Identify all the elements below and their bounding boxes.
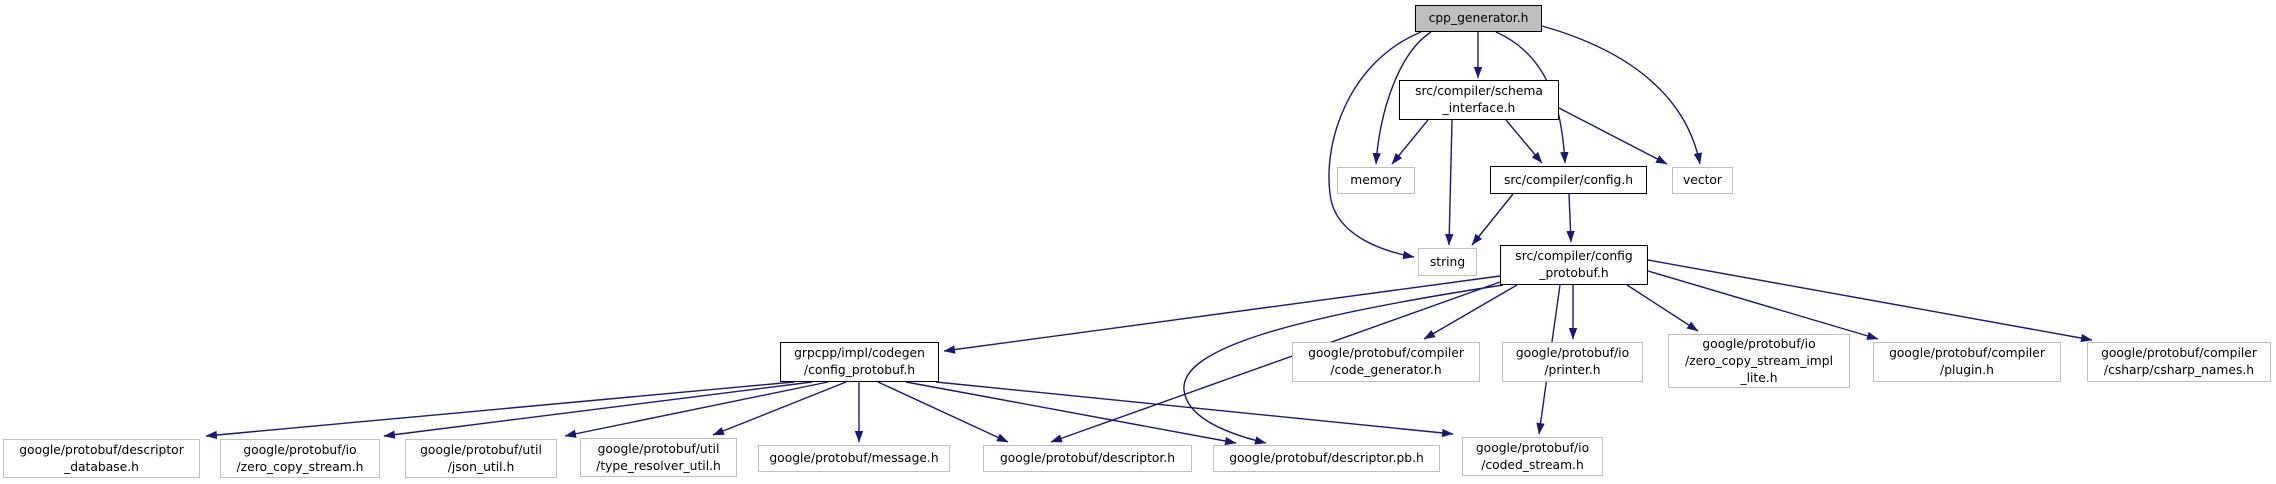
graph-node-label: google/protobuf/io /printer.h [1515, 346, 1630, 377]
include-edge-grpcpp_config_protobuf-to-type_resolver_util [712, 381, 847, 436]
graph-node-label: google/protobuf/util /json_util.h [420, 442, 542, 474]
graph-node-label: google/protobuf/compiler /csharp/csharp_… [2101, 346, 2257, 377]
graph-node-schema_interface[interactable]: src/compiler/schema _interface.h [1399, 80, 1559, 120]
graph-node-label: google/protobuf/message.h [769, 451, 939, 465]
graph-node-grpcpp_config_protobuf[interactable]: grpcpp/impl/codegen /config_protobuf.h [780, 342, 939, 382]
graph-node-zero_copy_stream_impl_lite: google/protobuf/io /zero_copy_stream_imp… [1668, 334, 1850, 388]
include-edge-grpcpp_config_protobuf-to-descriptor [877, 381, 1009, 443]
graph-node-label: memory [1350, 173, 1402, 187]
graph-node-message: google/protobuf/message.h [758, 445, 950, 472]
include-edge-cpp_generator-to-memory [1372, 31, 1432, 165]
graph-node-label: google/protobuf/compiler /plugin.h [1889, 346, 2045, 377]
include-edge-cpp_generator-to-vector [1541, 25, 1702, 165]
graph-node-code_generator: google/protobuf/compiler /code_generator… [1292, 342, 1480, 382]
include-edge-config_protobuf-to-csharp_names [1647, 259, 2093, 343]
graph-node-label: google/protobuf/descriptor _database.h [19, 442, 184, 474]
include-edge-schema_interface-to-vector [1558, 107, 1668, 165]
graph-node-descriptor: google/protobuf/descriptor.h [983, 445, 1192, 472]
graph-node-label: grpcpp/impl/codegen /config_protobuf.h [794, 346, 925, 377]
graph-node-config_protobuf[interactable]: src/compiler/config _protobuf.h [1500, 245, 1648, 285]
include-edge-config_protobuf-to-descriptor_pb [1183, 284, 1504, 445]
include-edge-grpcpp_config_protobuf-to-json_util [564, 381, 829, 438]
graph-node-vector: vector [1672, 167, 1733, 194]
graph-node-csharp_names: google/protobuf/compiler /csharp/csharp_… [2087, 342, 2271, 382]
include-edge-grpcpp_config_protobuf-to-zero_copy_stream [383, 381, 813, 439]
include-edge-schema_interface-to-string [1445, 119, 1454, 246]
include-edge-config_protobuf-to-descriptor [1050, 281, 1501, 443]
graph-node-label: cpp_generator.h [1428, 11, 1529, 25]
graph-node-label: string [1429, 254, 1466, 269]
include-edge-grpcpp_config_protobuf-to-coded_stream [935, 381, 1454, 438]
graph-node-label: google/protobuf/util /type_resolver_util… [596, 441, 721, 473]
include-edge-schema_interface-to-memory [1391, 119, 1429, 165]
include-edge-config_protobuf-to-code_generator [1423, 284, 1518, 340]
include-edge-config-to-string [1471, 193, 1514, 246]
graph-node-label: google/protobuf/io /zero_copy_stream_imp… [1685, 336, 1833, 385]
include-edge-schema_interface-to-config [1505, 119, 1543, 164]
graph-node-label: src/compiler/config.h [1503, 172, 1634, 187]
include-edge-config_protobuf-to-grpcpp_config_protobuf [943, 275, 1501, 354]
graph-node-coded_stream: google/protobuf/io /coded_stream.h [1462, 437, 1603, 476]
include-edge-cpp_generator-to-string [1328, 31, 1422, 260]
graph-node-zero_copy_stream: google/protobuf/io /zero_copy_stream.h [220, 439, 380, 478]
graph-node-label: google/protobuf/descriptor.pb.h [1229, 451, 1424, 465]
include-edge-config-to-config_protobuf [1566, 193, 1575, 243]
graph-node-descriptor_database: google/protobuf/descriptor _database.h [3, 439, 200, 478]
include-edge-config_protobuf-to-zero_copy_stream_impl_lite [1626, 284, 1699, 332]
graph-node-config[interactable]: src/compiler/config.h [1490, 166, 1647, 194]
graph-node-label: google/protobuf/compiler /code_generator… [1308, 346, 1464, 377]
graph-node-cpp_generator: cpp_generator.h [1415, 5, 1542, 32]
graph-node-descriptor_pb: google/protobuf/descriptor.pb.h [1213, 445, 1440, 472]
graph-node-printer: google/protobuf/io /printer.h [1502, 342, 1643, 382]
graph-node-label: google/protobuf/io /coded_stream.h [1475, 440, 1590, 472]
graph-node-type_resolver_util: google/protobuf/util /type_resolver_util… [580, 438, 737, 477]
graph-node-plugin: google/protobuf/compiler /plugin.h [1873, 342, 2061, 382]
graph-node-label: src/compiler/config _protobuf.h [1515, 249, 1633, 280]
graph-node-label: google/protobuf/io /zero_copy_stream.h [236, 442, 364, 474]
graph-node-string: string [1418, 248, 1477, 276]
graph-node-label: google/protobuf/descriptor.h [999, 451, 1176, 465]
graph-node-json_util: google/protobuf/util /json_util.h [405, 439, 557, 478]
graph-node-label: vector [1682, 173, 1722, 187]
include-edge-config_protobuf-to-plugin [1647, 270, 1879, 340]
include-edge-grpcpp_config_protobuf-to-descriptor_pb [905, 381, 1237, 446]
include-edge-grpcpp_config_protobuf-to-descriptor_database [205, 381, 795, 440]
graph-node-memory: memory [1337, 167, 1415, 194]
graph-node-label: src/compiler/schema _interface.h [1415, 84, 1543, 115]
